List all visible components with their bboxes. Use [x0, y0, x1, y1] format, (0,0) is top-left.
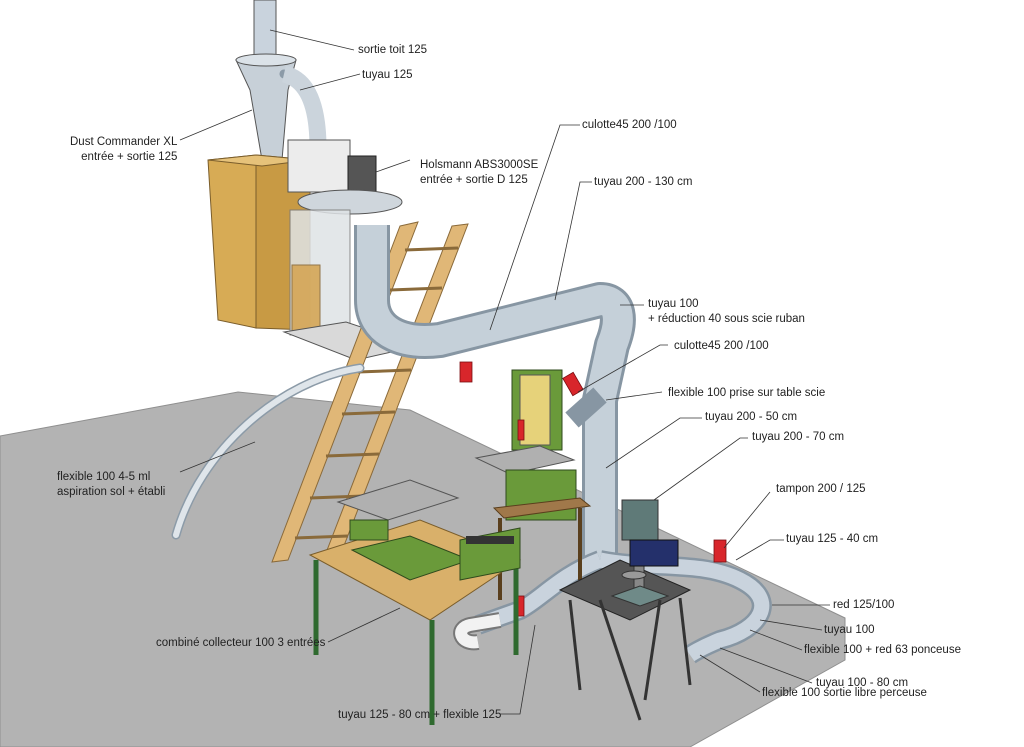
label-tuyau-200-70: tuyau 200 - 70 cm — [752, 431, 845, 443]
label-culotte-top: culotte45 200 /100 — [582, 119, 677, 131]
label-flexible-table-scie: flexible 100 prise sur table scie — [668, 387, 826, 399]
label-red-125-100: red 125/100 — [833, 599, 895, 611]
label-tuyau-100-line2: + réduction 40 sous scie ruban — [648, 313, 805, 325]
label-flexible-sol-line2: aspiration sol + établi — [57, 486, 166, 498]
drill-press-stand — [558, 499, 692, 721]
label-tuyau-100-b: tuyau 100 — [824, 624, 875, 636]
label-flexible-ponceuse: flexible 100 + red 63 ponceuse — [804, 644, 961, 656]
label-sortie-toit: sortie toit 125 — [358, 44, 428, 56]
label-tuyau-200-50: tuyau 200 - 50 cm — [705, 411, 798, 423]
bandsaw — [474, 369, 592, 600]
dust-collector-holsmann — [287, 139, 403, 336]
label-flexible-sol-line1: flexible 100 4-5 ml — [57, 471, 151, 483]
label-tuyau-125-80-flexible: tuyau 125 - 80 cm + flexible 125 — [338, 709, 502, 721]
label-tuyau-125-40: tuyau 125 - 40 cm — [786, 533, 879, 545]
label-flexible-perceuse: flexible 100 sortie libre perceuse — [762, 687, 927, 699]
label-tuyau-100-line1: tuyau 100 — [648, 298, 699, 310]
label-tuyau-200-130: tuyau 200 - 130 cm — [594, 176, 693, 188]
label-dust-commander: Dust Commander XL entrée + sortie 125 — [70, 135, 177, 165]
label-holsmann: Holsmann ABS3000SE entrée + sortie D 125 — [420, 158, 538, 188]
label-dust-commander-line2: entrée + sortie 125 — [81, 151, 178, 163]
label-tuyau-125: tuyau 125 — [362, 69, 413, 81]
label-flexible-sol: flexible 100 4-5 ml aspiration sol + éta… — [57, 470, 165, 500]
blast-gate — [459, 361, 473, 383]
label-tuyau-100-reduction: tuyau 100 + réduction 40 sous scie ruban — [648, 297, 805, 327]
label-holsmann-line1: Holsmann ABS3000SE — [420, 159, 539, 171]
label-culotte-mid: culotte45 200 /100 — [674, 340, 769, 352]
blast-gate — [713, 539, 727, 563]
label-combine-collecteur: combiné collecteur 100 3 entrées — [156, 637, 326, 649]
branch-100-bandsaw — [565, 387, 607, 428]
workbench-combined-machine — [308, 479, 522, 725]
blast-gate — [562, 371, 584, 397]
label-holsmann-line2: entrée + sortie D 125 — [420, 174, 528, 186]
label-dust-commander-line1: Dust Commander XL — [70, 136, 178, 148]
label-tuyau-100-80: tuyau 100 - 80 cm — [816, 677, 909, 689]
leader-lines — [179, 29, 830, 715]
label-tampon: tampon 200 / 125 — [776, 483, 866, 495]
